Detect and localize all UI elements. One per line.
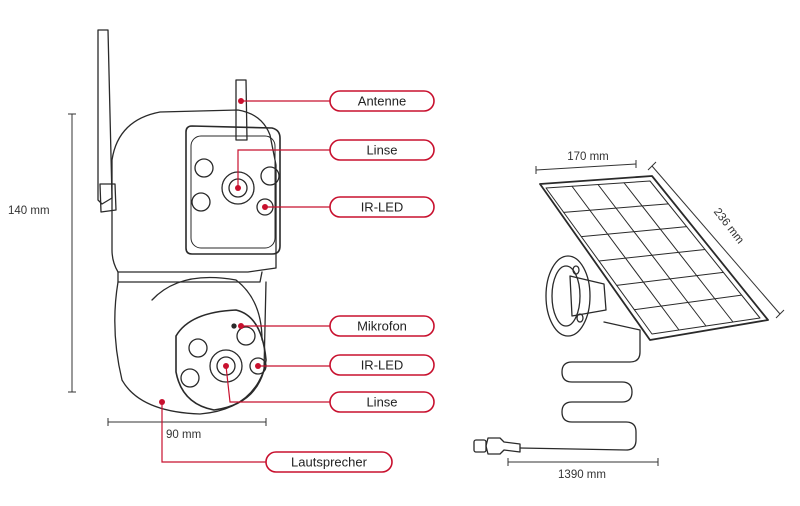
camera-illustration	[97, 29, 281, 415]
callout-leaders	[161, 100, 330, 463]
ir-led-top-left	[194, 158, 214, 178]
ir-led-top-right	[260, 166, 280, 186]
callout-irled-bottom: IR-LED	[329, 354, 435, 376]
camera-height-label: 140 mm	[8, 205, 50, 217]
panel-dimensions	[507, 160, 785, 466]
callout-dots	[159, 98, 268, 405]
callout-irled-bottom-label: IR-LED	[361, 358, 404, 373]
callout-lens-top-label: Linse	[366, 143, 397, 158]
callout-lens-top: Linse	[329, 139, 435, 161]
camera-width-label: 90 mm	[166, 429, 201, 441]
callout-antenna-label: Antenne	[358, 94, 406, 109]
callout-irled-top: IR-LED	[329, 196, 435, 218]
callout-speaker-label: Lautsprecher	[291, 455, 368, 470]
panel-cell-divider	[580, 226, 688, 238]
panel-cell-divider	[633, 294, 743, 311]
front-plate	[185, 125, 281, 255]
ir-led-lower-3	[236, 326, 256, 346]
upper-housing	[111, 109, 277, 273]
panel-cell-divider	[598, 249, 706, 262]
callout-microphone-label: Mikrofon	[357, 319, 407, 334]
panel-width-label: 170 mm	[567, 151, 609, 163]
antenna-left-icon	[97, 29, 113, 205]
ir-led-bottom-left	[191, 192, 211, 212]
microphone-hole	[231, 323, 237, 329]
camera-dimensions	[68, 113, 267, 426]
connector-plug-icon	[485, 437, 521, 455]
solar-panel-cells	[563, 182, 743, 331]
callout-antenna: Antenne	[329, 90, 435, 112]
lower-dome	[114, 281, 267, 415]
lower-face	[175, 309, 267, 411]
callout-lens-bottom: Linse	[329, 391, 435, 413]
cable-length-label: 1390 mm	[558, 469, 606, 481]
ir-led-lower-1	[188, 338, 208, 358]
wall-mount-icon	[545, 255, 591, 337]
callout-speaker: Lautsprecher	[265, 451, 393, 473]
solar-panel-illustration	[473, 175, 769, 455]
panel-cell-divider	[563, 203, 669, 213]
lens-bottom	[209, 349, 243, 383]
antenna-right-icon	[235, 79, 248, 141]
callout-microphone: Mikrofon	[329, 315, 435, 337]
cable-icon	[519, 321, 641, 451]
panel-cell-divider	[616, 271, 724, 286]
ir-led-lower-2	[180, 368, 200, 388]
callout-lens-bottom-label: Linse	[366, 395, 397, 410]
callout-irled-top-label: IR-LED	[361, 200, 404, 215]
